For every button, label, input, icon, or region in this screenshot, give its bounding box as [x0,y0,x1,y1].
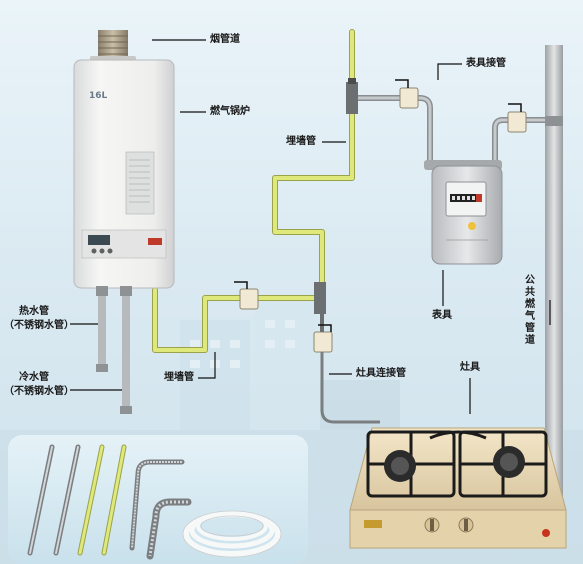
gas-meter [424,160,503,265]
public-gas-pipe [545,45,563,505]
cold-water-pipe-material-label: （不锈钢水管） [4,386,74,397]
hot-water-pipe-material-label: （不锈钢水管） [4,320,74,331]
stove-connection-label: 灶具连接管 [356,368,406,379]
hose-bundle-panel [8,435,308,564]
embedded-pipe-top-label: 埋墙管 [286,136,316,147]
stove-label: 灶具 [460,362,480,373]
stove-connection-hose [320,352,380,424]
leader-lines [70,39,551,414]
flue-label: 烟管道 [210,34,240,45]
water-pipes [96,286,132,414]
embedded-pipe-bottom-label: 埋墙管 [164,372,194,383]
meter-inlet-pipes [352,95,548,168]
boiler [73,30,175,289]
boiler-model-label: 16L [89,91,108,101]
boiler-label: 燃气锅炉 [210,106,250,117]
meter-joint-label: 表具接管 [466,58,506,69]
cold-water-pipe-label: 冷水管 [19,372,49,383]
public-gas-pipe-label: 公共燃气管道 [525,275,535,346]
meter-label: 表具 [432,310,452,321]
gas-pipes [152,29,355,353]
gas-stove [349,427,567,549]
hot-water-pipe-label: 热水管 [19,306,49,317]
